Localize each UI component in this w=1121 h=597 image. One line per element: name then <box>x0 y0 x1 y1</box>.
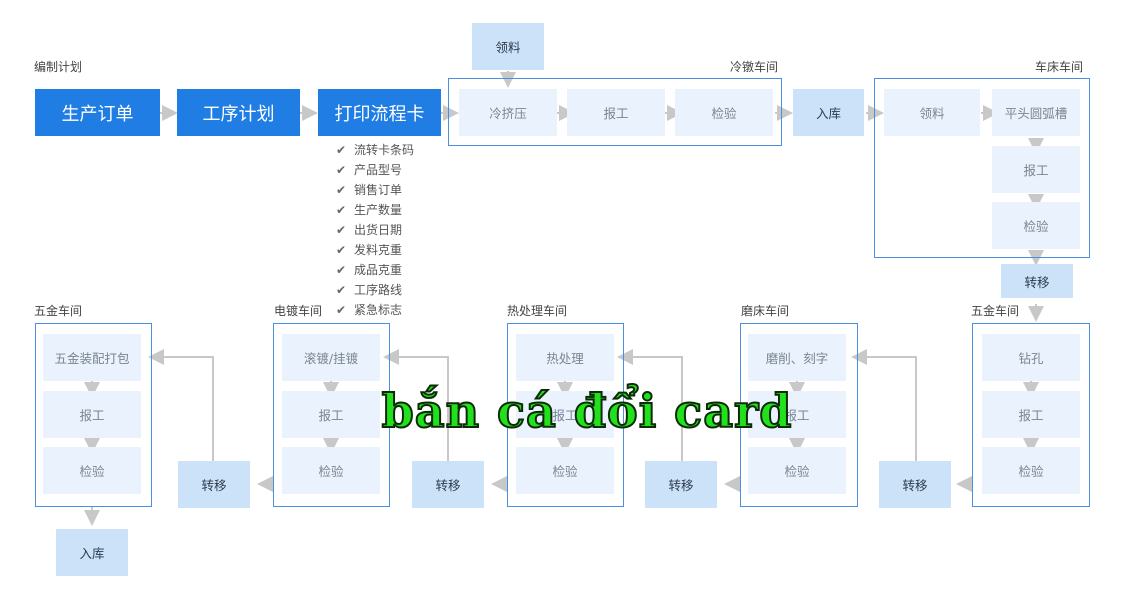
node-grind-inspect: 检验 <box>748 447 846 494</box>
section-label-heat: 热处理车间 <box>507 304 568 318</box>
check-icon: ✔ <box>336 143 347 157</box>
node-lathe-transfer: 转移 <box>1001 264 1073 298</box>
section-label-lathe: 车床车间 <box>1035 60 1084 74</box>
check-icon: ✔ <box>336 183 347 197</box>
node-warehouse-in-top: 入库 <box>793 89 864 136</box>
section-label-plan: 编制计划 <box>34 60 83 74</box>
section-label-hardware-left: 五金车间 <box>34 304 83 318</box>
node-transfer-3: 转移 <box>645 461 717 508</box>
node-plate-report: 报工 <box>282 391 380 438</box>
node-process-plan: 工序计划 <box>177 89 300 136</box>
workshop-frame-heat <box>507 323 624 507</box>
card-fields-list: ✔流转卡条码 ✔产品型号 ✔销售订单 ✔生产数量 ✔出货日期 ✔发料克重 ✔成品… <box>336 140 414 320</box>
node-lathe-report: 报工 <box>992 146 1080 193</box>
watermark-text: bắn cá đổi card <box>381 383 793 439</box>
check-icon: ✔ <box>336 303 347 317</box>
node-hwr-report: 报工 <box>982 391 1080 438</box>
node-transfer-1: 转移 <box>178 461 250 508</box>
node-lathe-groove: 平头圆弧槽 <box>992 89 1080 136</box>
check-icon: ✔ <box>336 163 347 177</box>
workshop-frame-hardware-right <box>972 323 1090 507</box>
workshop-frame-lathe <box>874 78 1090 258</box>
node-pack: 五金装配打包 <box>43 334 141 381</box>
node-cold-report: 报工 <box>567 89 665 136</box>
workshop-frame-cold <box>448 78 782 146</box>
check-icon: ✔ <box>336 283 347 297</box>
node-heat-treat: 热处理 <box>516 334 614 381</box>
node-pick-material: 领料 <box>472 23 544 70</box>
node-grind: 磨削、刻字 <box>748 334 846 381</box>
node-heat-report: 报工 <box>516 391 614 438</box>
check-icon: ✔ <box>336 243 347 257</box>
card-field-item: ✔发料克重 <box>336 240 414 260</box>
workshop-frame-grinding <box>740 323 858 507</box>
node-warehouse-in-bottom: 入库 <box>56 529 128 576</box>
card-field-item: ✔生产数量 <box>336 200 414 220</box>
node-hwl-report: 报工 <box>43 391 141 438</box>
node-drill: 钻孔 <box>982 334 1080 381</box>
card-field-item: ✔成品克重 <box>336 260 414 280</box>
section-label-cold: 冷镦车间 <box>730 60 779 74</box>
node-heat-inspect: 检验 <box>516 447 614 494</box>
node-lathe-pick: 领料 <box>884 89 980 136</box>
card-field-item: ✔工序路线 <box>336 280 414 300</box>
node-lathe-inspect: 检验 <box>992 202 1080 249</box>
card-field-item: ✔流转卡条码 <box>336 140 414 160</box>
node-plate: 滚镀/挂镀 <box>282 334 380 381</box>
card-field-item: ✔产品型号 <box>336 160 414 180</box>
check-icon: ✔ <box>336 203 347 217</box>
section-label-grinding: 磨床车间 <box>741 304 790 318</box>
section-label-hardware-right: 五金车间 <box>971 304 1020 318</box>
node-hwl-inspect: 检验 <box>43 447 141 494</box>
node-transfer-2: 转移 <box>412 461 484 508</box>
node-grind-report: 报工 <box>748 391 846 438</box>
node-production-order: 生产订单 <box>35 89 160 136</box>
node-hwr-inspect: 检验 <box>982 447 1080 494</box>
node-print-card: 打印流程卡 <box>318 89 441 136</box>
card-field-item: ✔紧急标志 <box>336 300 414 320</box>
node-cold-inspect: 检验 <box>675 89 773 136</box>
card-field-item: ✔出货日期 <box>336 220 414 240</box>
node-plate-inspect: 检验 <box>282 447 380 494</box>
card-field-item: ✔销售订单 <box>336 180 414 200</box>
node-transfer-4: 转移 <box>879 461 951 508</box>
check-icon: ✔ <box>336 223 347 237</box>
workshop-frame-plating <box>273 323 390 507</box>
section-label-plating: 电镀车间 <box>274 304 323 318</box>
node-cold-extrude: 冷挤压 <box>459 89 557 136</box>
check-icon: ✔ <box>336 263 347 277</box>
workshop-frame-hardware-left <box>35 323 152 507</box>
